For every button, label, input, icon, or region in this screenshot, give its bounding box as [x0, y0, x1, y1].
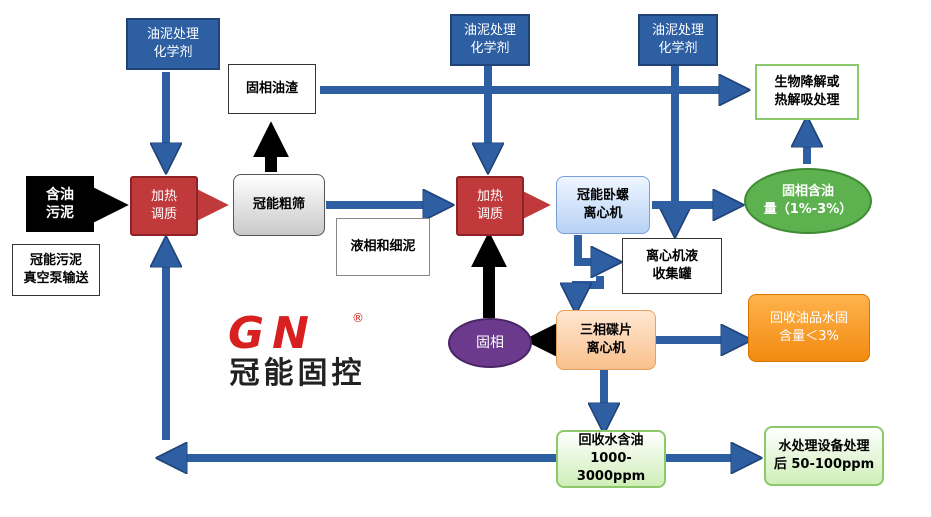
- logo-gn-mark: GN ®: [228, 308, 364, 359]
- arrow-tank-to-disc: [576, 276, 604, 300]
- node-water-treatment: 水处理设备处理 后 50-100ppm: [764, 426, 884, 486]
- node-solid-oil-content: 固相含油 量（1%-3%）: [744, 168, 872, 234]
- logo-company-name: 冠能固控: [229, 356, 366, 391]
- node-heat-2: 加热 调质: [456, 176, 524, 236]
- node-chem-1: 油泥处理 化学剂: [126, 18, 220, 70]
- node-vacuum-pump: 冠能污泥 真空泵输送: [12, 244, 100, 296]
- node-bio-thermal: 生物降解或 热解吸处理: [755, 64, 859, 120]
- node-liquid-fine: 液相和细泥: [336, 218, 430, 276]
- node-oily-sludge: 含油 污泥: [26, 176, 94, 232]
- node-coarse-screen: 冠能粗筛: [233, 174, 325, 236]
- node-heat-1: 加热 调质: [130, 176, 198, 236]
- logo-gn-text: GN: [228, 308, 317, 359]
- node-recovered-oil: 回收油品水固 含量＜3%: [748, 294, 870, 362]
- node-disc-centrifuge: 三相碟片 离心机: [556, 310, 656, 370]
- node-recovered-water: 回收水含油 1000-3000ppm: [556, 430, 666, 488]
- node-collection-tank: 离心机液 收集罐: [622, 238, 722, 294]
- node-decanter-centrifuge: 冠能卧螺 离心机: [556, 176, 650, 234]
- node-chem-2: 油泥处理 化学剂: [450, 14, 530, 66]
- node-solid-phase: 固相: [448, 318, 532, 368]
- node-solid-slag: 固相油渣: [228, 64, 316, 114]
- logo-registered-mark: ®: [352, 311, 364, 325]
- node-chem-3: 油泥处理 化学剂: [638, 14, 718, 66]
- arrow-centrifuge-to-tank: [574, 235, 608, 262]
